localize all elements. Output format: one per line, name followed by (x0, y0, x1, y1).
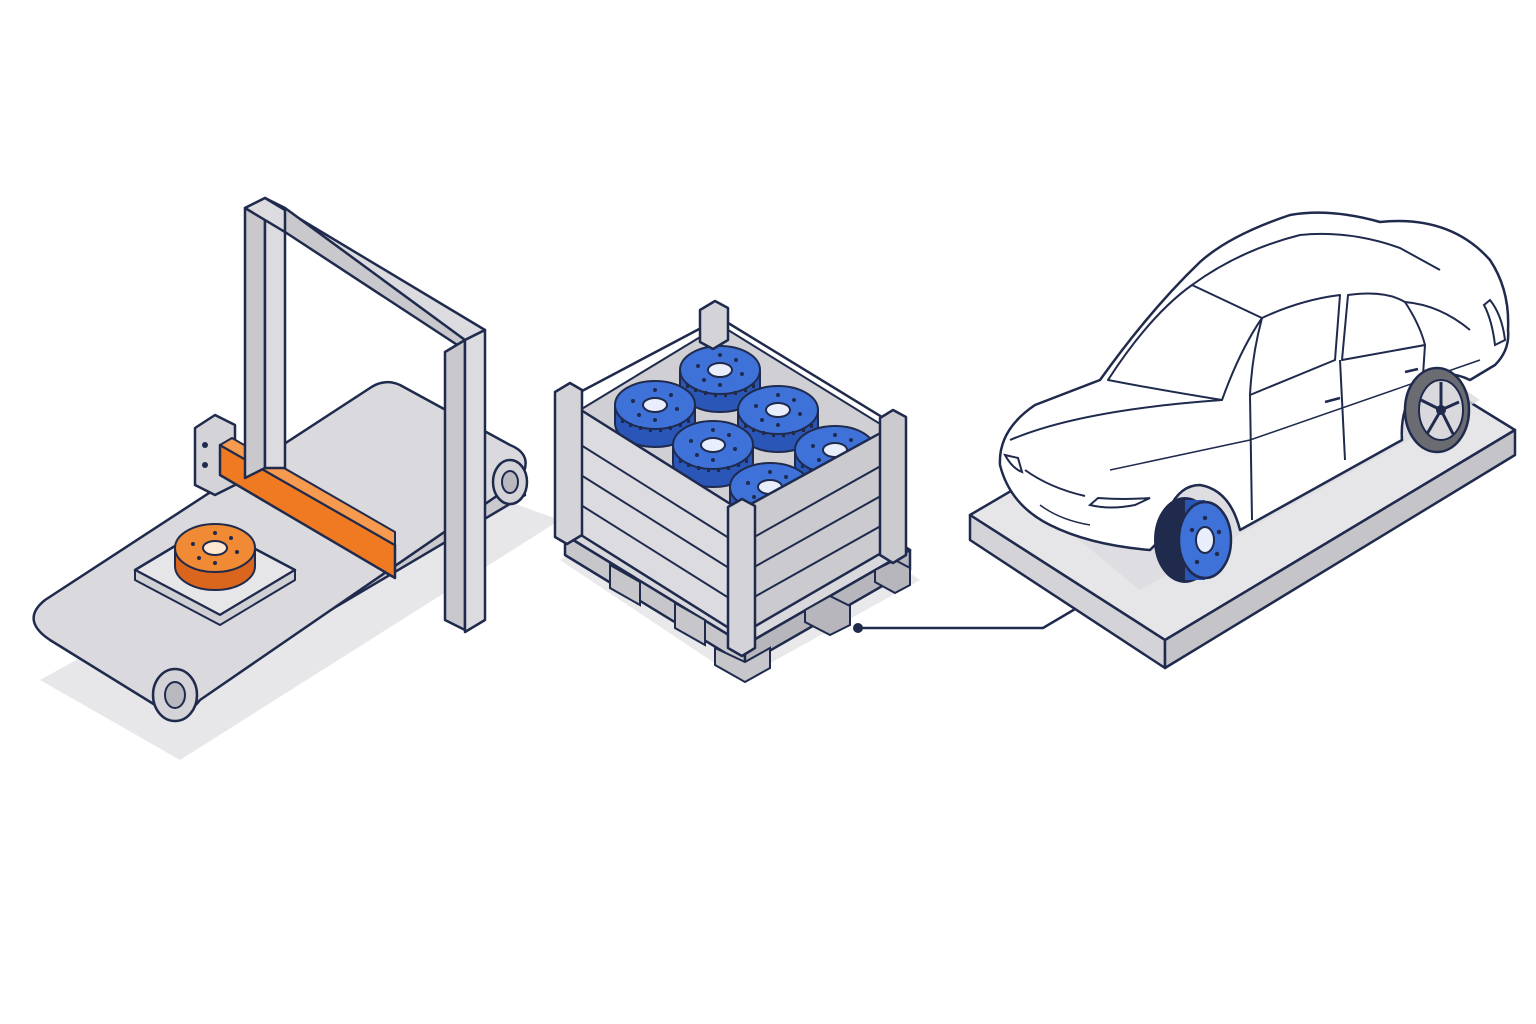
connector-dot-start-icon (853, 623, 863, 633)
front-wheel-rotor-icon (1154, 497, 1233, 583)
conveyor-stage (32, 196, 560, 760)
vehicle-stage (968, 211, 1517, 670)
rotor-orange-icon (174, 523, 256, 591)
car-front-window (1249, 294, 1341, 396)
door-handle-icon (1324, 396, 1341, 404)
gantry-frame (243, 196, 487, 634)
crate-stage (553, 299, 920, 684)
rear-wheel-icon (1403, 366, 1471, 454)
car-windshield (1107, 284, 1263, 401)
grille (1024, 469, 1086, 497)
headlight-icon (1087, 496, 1151, 509)
crate-posts (553, 299, 908, 658)
